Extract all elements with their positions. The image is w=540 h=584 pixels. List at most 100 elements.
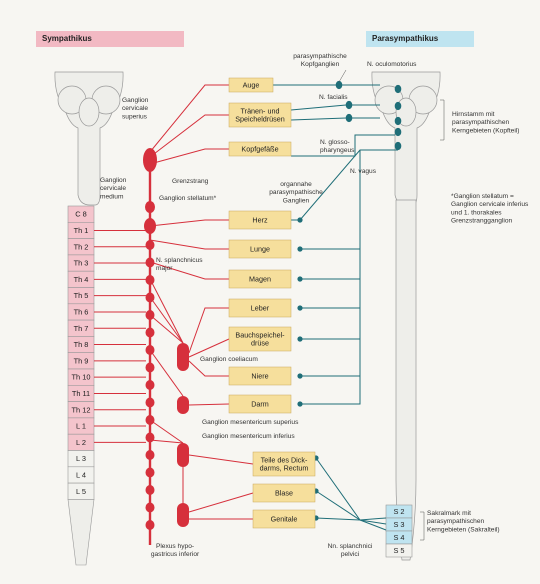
organ-label: Tränen- und [241, 107, 280, 116]
parasympathetic-fiber [290, 117, 380, 121]
parasympathetic-fiber [290, 104, 380, 111]
sympathetic-fiber [149, 419, 184, 444]
organ-label: Herz [252, 216, 268, 225]
organ-label: Magen [249, 275, 271, 284]
segment-label: L 4 [76, 470, 86, 479]
label-hirnstamm: Hirnstamm mit [452, 111, 495, 118]
organ-label: Bauchspeichel- [235, 331, 285, 340]
organ-label: Genitale [271, 515, 298, 524]
organ-herz [228, 210, 292, 230]
parasympathetic-fiber [300, 376, 361, 405]
organ-label: Kopfgefäße [241, 145, 278, 154]
parasympathetic-fiber [300, 249, 361, 280]
organ-label: Niere [251, 372, 268, 381]
parasympathetic-fiber [300, 279, 361, 309]
parasympathetic-fiber [315, 457, 387, 521]
leader-line [338, 69, 347, 83]
organ-label: drüse [251, 339, 269, 348]
leader-line [420, 511, 425, 541]
label-oculomotorius: N. oculomotorius [367, 61, 417, 68]
organ-blase [252, 483, 316, 503]
right-brainstem [371, 71, 441, 206]
segment-label: Th 12 [72, 405, 91, 414]
sympathetic-fiber [188, 338, 230, 358]
label-organnahe: organnahe [280, 181, 312, 188]
parasympathetic-ganglion [394, 116, 402, 126]
sympathetic-fiber [188, 492, 254, 513]
ganglion-mesentericum-superius [177, 396, 189, 414]
label-mes-inf: Ganglion mesentericum inferius [202, 433, 295, 440]
organ-ganglion [297, 401, 303, 407]
label-coeliacum: Ganglion coeliacum [200, 356, 258, 363]
organ-lunge [228, 239, 292, 259]
label-organnahe: parasympathische [269, 189, 323, 196]
parasympathetic-ganglion [345, 113, 353, 123]
sacral-label: S 2 [393, 507, 404, 516]
label-mes-sup: Ganglion mesentericum superius [202, 419, 299, 426]
label-sakral: Sakralmark mit [427, 510, 471, 517]
segment-label: Th 11 [72, 389, 90, 398]
trunk-ganglion [145, 485, 155, 495]
sympathetic-fiber [149, 439, 184, 444]
label-organnahe: Ganglien [283, 197, 310, 204]
sympathetic-fiber [149, 114, 229, 158]
organ-ganglion [297, 276, 303, 282]
label-footnote: und 1. thorakales [451, 209, 502, 216]
trunk-ganglion [145, 397, 155, 408]
organ-ganglion [297, 305, 303, 311]
conus [67, 499, 95, 566]
sympathetic-fiber [188, 454, 254, 465]
label-footnote: Ganglion cervicale inferius [451, 201, 529, 208]
leader-line [440, 99, 445, 141]
sympathetic-fiber [149, 261, 229, 280]
trunk-ganglion [145, 327, 155, 338]
sacral-label: S 3 [393, 520, 404, 529]
organ-kopf [228, 141, 292, 157]
sympathetic-fiber [149, 148, 229, 165]
plexus-hypogastricus [177, 503, 189, 527]
trunk-ganglion [145, 467, 155, 478]
organ-genitale [252, 509, 316, 529]
trunk-ganglion [145, 502, 155, 513]
organ-teile [252, 451, 316, 477]
segment-label: Th 1 [74, 226, 89, 235]
parasympathetic-ganglion [335, 80, 343, 90]
ganglion-coeliacum [177, 343, 189, 371]
organ-label: Lunge [250, 245, 270, 254]
sacral-segments: S 2S 3S 4S 5 [385, 504, 413, 558]
sympathetic-fiber [149, 349, 184, 397]
segment-label: L 2 [76, 438, 86, 447]
label-gcm: cervicale [100, 185, 126, 192]
ganglion-mesentericum-inferius [177, 443, 189, 467]
organ-label: Leber [251, 304, 270, 313]
label-grenzstrang: Grenzstrang [172, 178, 209, 185]
organ-darm [228, 394, 292, 414]
label-sakral: Kerngebieten (Sakralteil) [427, 526, 500, 533]
label-plexus: Plexus hypo- [156, 543, 194, 550]
sympathetic-fiber [188, 307, 229, 354]
trunk-ganglion [145, 520, 155, 530]
parasympathetic-fiber [291, 149, 398, 221]
label-splanchnicus: major [156, 265, 173, 272]
organ-auge [228, 77, 274, 93]
trunk-ganglion [145, 240, 155, 250]
organ-label: Speicheldrüsen [235, 115, 285, 124]
label-glosso: pharyngeus [320, 147, 355, 154]
label-facialis: N. facialis [319, 94, 348, 101]
trunk-ganglion [145, 432, 155, 443]
organ-ganglion [297, 217, 303, 223]
sympathetic-header: Sympathikus [36, 31, 184, 47]
label-pelvici: pelvici [341, 551, 360, 558]
ganglion-cervicale-medium [145, 201, 155, 213]
organ-label: Auge [243, 81, 260, 90]
label-gcs: cervicale [122, 105, 148, 112]
annotation-labels: GanglioncervicalesuperiusGrenzstrangGang… [100, 53, 529, 558]
label-vagus: N. vagus [350, 168, 377, 175]
sympathetic-fibers [94, 84, 254, 520]
segment-label: Th 10 [72, 373, 91, 382]
label-kopfganglien: Kopfganglien [301, 61, 340, 68]
organ-label: darms, Rectum [260, 464, 309, 473]
organ-ganglion [297, 373, 303, 379]
